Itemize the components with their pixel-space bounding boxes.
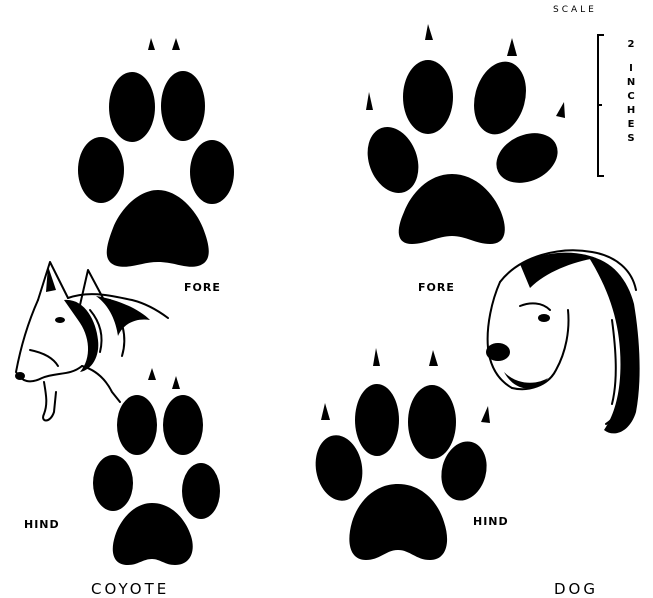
scale-title: SCALE bbox=[553, 5, 597, 15]
dog-head-shading bbox=[486, 253, 640, 434]
heel-pad bbox=[107, 190, 209, 267]
toe-pad bbox=[190, 140, 234, 204]
toe-pad bbox=[109, 72, 155, 142]
coyote-hind-label: HIND bbox=[24, 518, 60, 531]
dog-fore-track bbox=[359, 24, 566, 244]
scale-unit-letter: I bbox=[625, 62, 637, 76]
scale-unit-letter: E bbox=[625, 118, 637, 132]
claw-mark bbox=[373, 348, 380, 366]
heel-pad bbox=[113, 503, 193, 565]
scale-unit-letter: C bbox=[625, 90, 637, 104]
claw-mark bbox=[507, 38, 517, 56]
toe-pad bbox=[93, 455, 133, 511]
claw-mark bbox=[172, 38, 180, 50]
dog-hind-label: HIND bbox=[473, 515, 509, 528]
toe-pad bbox=[182, 463, 220, 519]
dog-fore-label: FORE bbox=[418, 281, 455, 294]
scale-number: 2 bbox=[625, 38, 637, 52]
claw-mark bbox=[556, 102, 565, 118]
claw-mark bbox=[148, 368, 156, 380]
coyote-caption: COYOTE bbox=[91, 580, 169, 598]
scale-measurement: 2 I N C H E S bbox=[625, 38, 637, 146]
scale-bar bbox=[598, 35, 604, 176]
toe-pad bbox=[78, 137, 124, 203]
toe-pad bbox=[355, 384, 399, 456]
claw-mark bbox=[425, 24, 433, 40]
claw-mark bbox=[172, 376, 180, 389]
toe-pad bbox=[311, 432, 368, 505]
toe-pad bbox=[117, 395, 157, 455]
claw-mark bbox=[148, 38, 155, 50]
scale-unit-letter: H bbox=[625, 104, 637, 118]
coyote-fore-label: FORE bbox=[184, 281, 221, 294]
claw-mark bbox=[429, 350, 438, 366]
toe-pad bbox=[488, 124, 565, 193]
toe-pad bbox=[359, 120, 427, 200]
dog-hind-track bbox=[311, 348, 493, 560]
toe-pad bbox=[403, 60, 453, 134]
scale-unit-letter: N bbox=[625, 76, 637, 90]
scale-unit-letter: S bbox=[625, 132, 637, 146]
toe-pad bbox=[161, 71, 205, 141]
coyote-hind-track bbox=[93, 368, 220, 565]
toe-pad bbox=[408, 385, 456, 459]
heel-pad bbox=[399, 174, 505, 244]
claw-mark bbox=[481, 406, 490, 423]
claw-mark bbox=[366, 92, 373, 110]
toe-pad bbox=[466, 56, 533, 140]
heel-pad bbox=[349, 484, 447, 560]
coyote-head-shading bbox=[15, 266, 150, 380]
claw-mark bbox=[321, 403, 330, 420]
toe-pad bbox=[163, 395, 203, 455]
dog-caption: DOG bbox=[554, 580, 598, 598]
coyote-fore-track bbox=[78, 38, 234, 267]
